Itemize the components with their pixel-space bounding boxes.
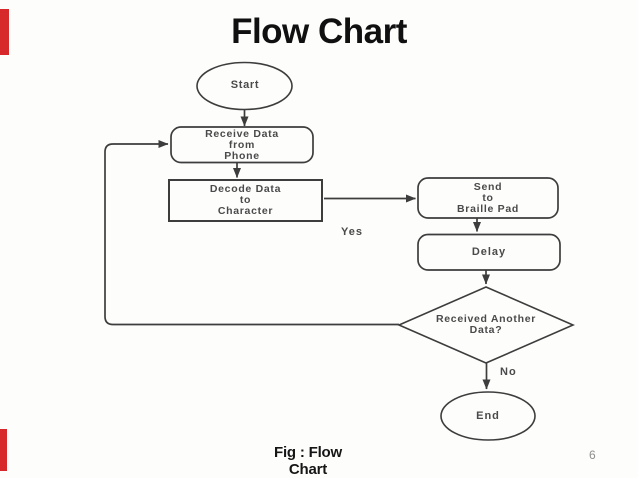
delay-label: Delay: [418, 234, 560, 270]
start-label: Start: [197, 62, 293, 109]
decision-line-2: Data?: [469, 324, 503, 336]
left-edge-red-accent-bottom: [0, 429, 7, 471]
receive-label: Receive Data from Phone: [171, 127, 313, 163]
decode-line-3: Character: [217, 205, 274, 217]
send-line-1: Send: [473, 180, 503, 193]
no-edge-label: No: [500, 366, 517, 378]
decision-diamond: [397, 286, 575, 364]
left-edge-red-accent-top: [0, 9, 9, 55]
end-label: End: [441, 392, 535, 440]
end-ellipse: [440, 391, 536, 441]
page-title: Flow Chart: [231, 12, 407, 51]
decision-label: Received Another Data?: [399, 287, 573, 363]
yes-edge-label: Yes: [341, 226, 363, 238]
send-line-3: Braille Pad: [457, 202, 519, 215]
start-label-text: Start: [230, 79, 260, 91]
send-box: [417, 177, 559, 219]
receive-line-3: Phone: [224, 149, 260, 162]
receive-line-1: Receive Data: [205, 127, 279, 140]
receive-box: [170, 126, 314, 164]
decision-line-1: Received Another: [435, 313, 537, 325]
page-number: 6: [589, 448, 596, 462]
decode-line-1: Decode Data: [209, 183, 282, 195]
start-ellipse: [196, 61, 293, 111]
send-line-2: to: [482, 191, 494, 204]
end-label-text: End: [476, 409, 500, 422]
figure-caption: Fig : Flow Chart: [274, 444, 342, 478]
delay-box: [417, 233, 561, 271]
decode-box: [168, 179, 323, 222]
decode-label: Decode Data to Character: [169, 180, 322, 221]
delay-label-text: Delay: [471, 245, 507, 258]
decode-line-2: to: [239, 194, 252, 206]
send-label: Send to Braille Pad: [418, 178, 558, 218]
connector-decision-yes-loop-to-receive: [104, 140, 399, 326]
receive-line-2: from: [228, 138, 256, 151]
